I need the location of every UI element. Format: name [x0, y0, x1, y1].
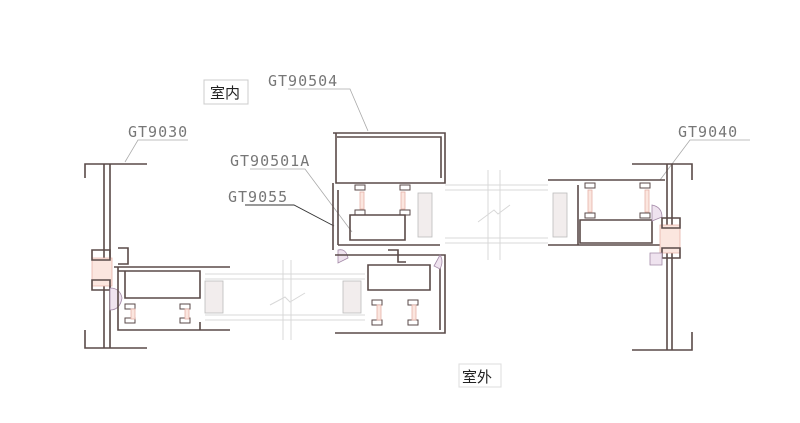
label-gt9040: GT9040: [659, 123, 750, 181]
label-gt90501a: GT90501A: [230, 152, 353, 233]
right-sash-profile: [548, 179, 665, 246]
label-gt90504: GT90504: [268, 72, 369, 132]
svg-text:室内: 室内: [210, 84, 240, 102]
center-lower-sash-profile: [335, 254, 446, 334]
indoor-label: 室内: [203, 79, 249, 105]
outdoor-label: 室外: [458, 363, 502, 388]
svg-text:GT9055: GT9055: [228, 188, 288, 206]
left-frame-profile: [84, 163, 147, 349]
right-frame-profile: [632, 163, 693, 351]
svg-text:GT90501A: GT90501A: [230, 152, 310, 170]
label-gt9055: GT9055: [228, 188, 335, 227]
svg-text:室外: 室外: [462, 368, 492, 386]
svg-text:GT90504: GT90504: [268, 72, 338, 90]
left-sash-profile: [114, 266, 230, 331]
upper-glass-unit: [417, 170, 568, 260]
svg-text:GT9040: GT9040: [678, 123, 738, 141]
center-mullion-profile: [332, 132, 446, 264]
svg-text:GT9030: GT9030: [128, 123, 188, 141]
label-gt9030: GT9030: [124, 123, 188, 163]
lower-glass-unit: [204, 260, 365, 340]
